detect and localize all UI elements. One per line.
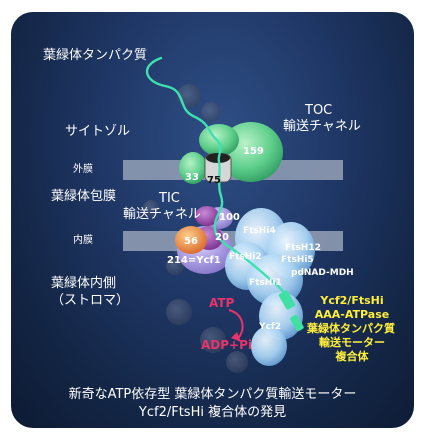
ycf2-label: Ycf2 [259,322,282,332]
toc75-number: 75 [207,175,221,186]
motor-label-line3: 葉緑体タンパク質 [307,322,395,335]
inner-membrane-label: 内膜 [73,235,93,246]
ftshi4-label: FtsHi4 [243,226,276,236]
tic56-number: 56 [184,236,198,247]
atp-arrow [228,309,244,341]
toc33-number: 33 [185,172,199,183]
precursor-protein-label: 葉緑体タンパク質 [43,48,148,63]
diagram-artwork [123,56,343,373]
tic100-number: 100 [219,212,240,223]
stroma-label-line2: （ストロマ） [51,293,130,308]
atp-label: ATP [209,296,235,310]
outer-membrane-label: 外膜 [73,164,93,175]
tic56-shape [175,226,207,254]
tic20-number: 20 [215,232,229,243]
toc159-number: 159 [243,146,264,157]
caption-line2: Ycf2/FtsHi 複合体の発見 [138,405,287,420]
motor-label-line4: 輸送モーター [319,336,385,349]
ftshi2-label: FtsHi2 [229,252,262,262]
diagram-panel: 葉緑体タンパク質 サイトゾル 外膜 葉緑体包膜 内膜 葉緑体内側 （ストロマ） … [11,12,414,428]
ftshi1-label: FtsHi1 [249,278,282,288]
toc-label-line2: 輸送チャネル [283,119,361,134]
toc33-shape [179,152,207,184]
motor-label-line2: AAA-ATPase [314,308,390,321]
caption-line1: 新奇なATP依存型 葉緑体タンパク質輸送モーター [68,387,357,402]
toc-label-line1: TOC [305,103,333,118]
peptide-chain [146,56,295,306]
ftshi-complex [225,208,315,366]
tic214-label: 214=Ycf1 [167,255,221,266]
motor-label-line5: 複合体 [335,350,369,363]
tic-label-line2: 輸送チャネル [123,207,201,222]
tic-label-line1: TIC [159,191,180,206]
motor-label-line1: Ycf2/FtsHi [320,294,384,307]
stroma-label-line1: 葉緑体内側 [51,276,117,291]
pdnad-mdh-label: pdNAD-MDH [291,268,354,278]
ftshi5-label: FtsHi5 [281,255,314,265]
cytosol-label: サイトゾル [65,124,131,139]
adp-pi-label: ADP+Pi [201,338,253,352]
envelope-label: 葉緑体包膜 [51,189,117,204]
ftsh12-label: FtsH12 [285,243,321,253]
